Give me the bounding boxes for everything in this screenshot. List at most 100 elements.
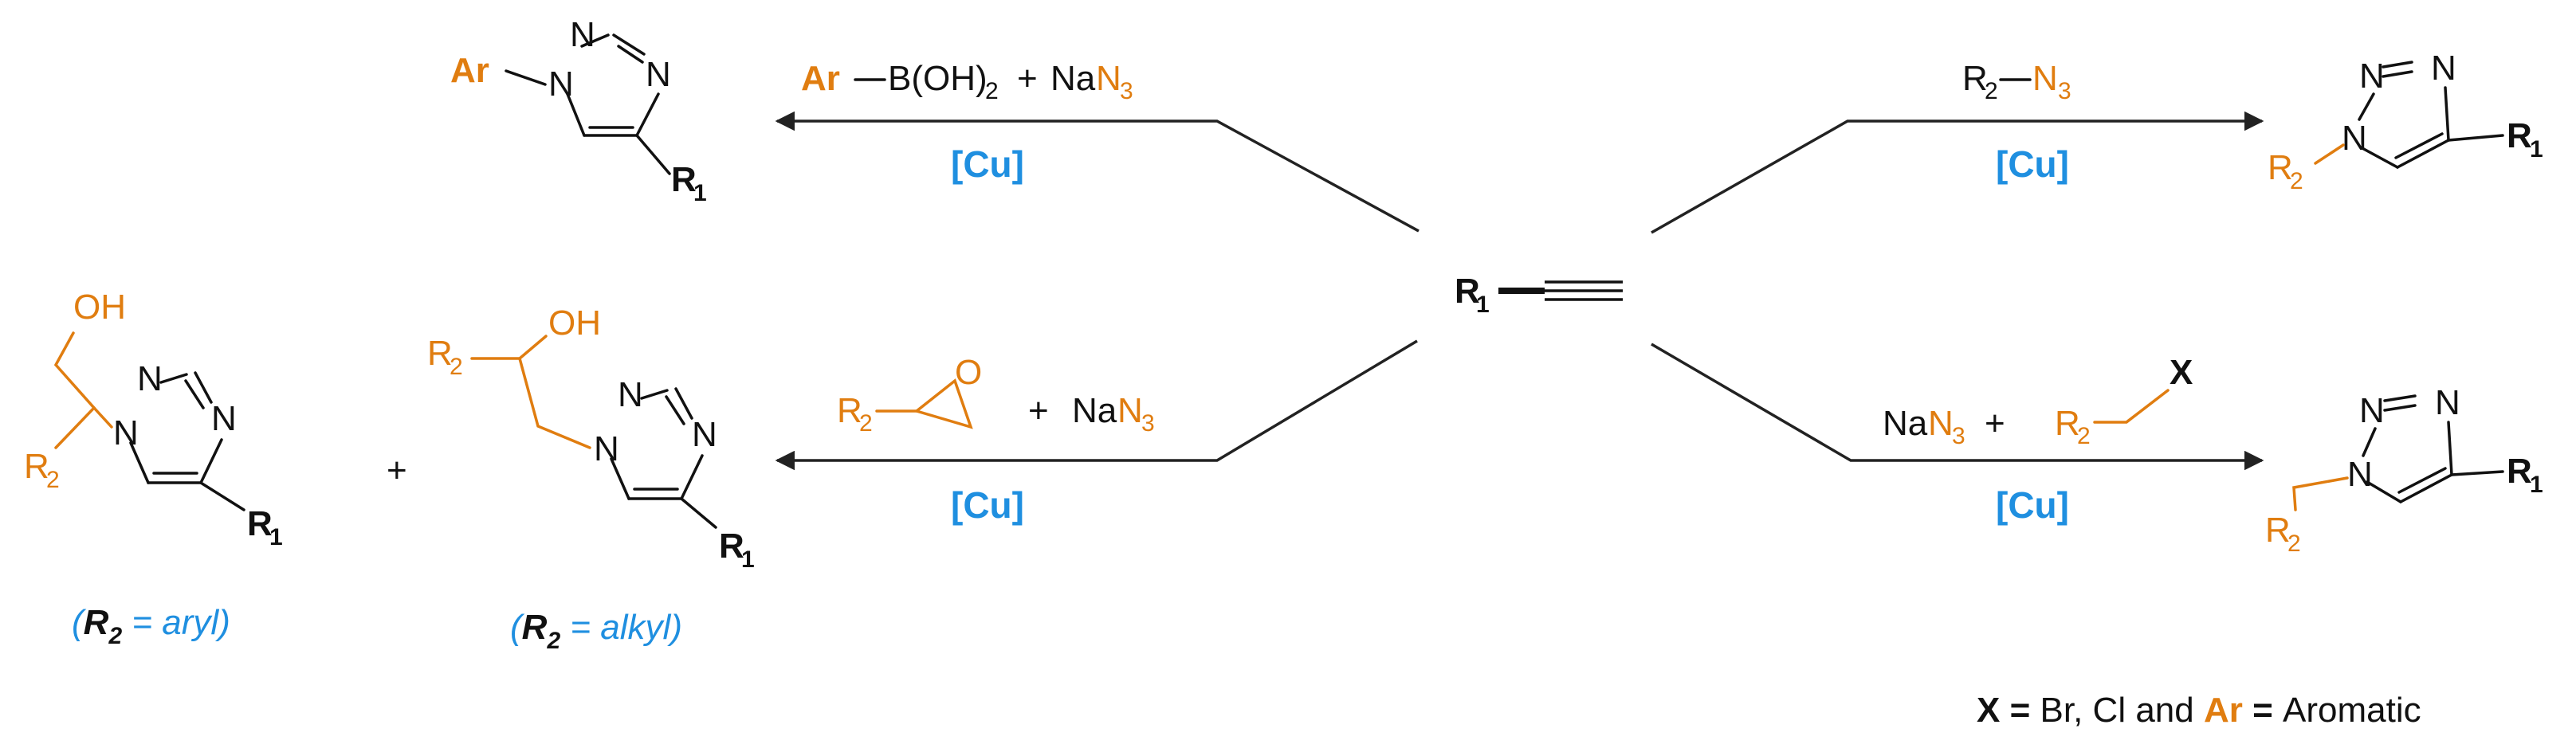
triazole-bond: [2396, 139, 2450, 169]
sodium-azide-na: Na: [1072, 391, 1117, 430]
triazole-bond: [2359, 146, 2399, 169]
footnote: X = Br, Cl and Ar = Aromatic: [1977, 691, 2421, 730]
triazole-bond: [2362, 427, 2377, 457]
terminal-alkyne: R 1: [1455, 272, 1623, 318]
triazole-n2: N: [570, 15, 595, 54]
epoxide-ring: [913, 378, 973, 429]
sodium-azide-subscript: 3: [1141, 410, 1155, 437]
triazole-bond: [2382, 61, 2413, 69]
product-r2-subscript: 2: [2290, 168, 2303, 194]
epoxide-r-subscript: 2: [859, 410, 873, 437]
methylene-chain: [2292, 476, 2349, 511]
triazole-bond: [640, 389, 669, 400]
triazole-bond: [505, 69, 547, 86]
triazole-bond: [2450, 470, 2504, 476]
triazole-bond: [2382, 70, 2413, 78]
triazole-bond: [674, 387, 693, 420]
triazole-bond: [2397, 467, 2447, 494]
halide-chain: [2093, 389, 2170, 424]
triazole-bond: [199, 481, 245, 511]
product-1-alkyl-triazole: N N N R 1 R 2: [2268, 49, 2543, 194]
plus-sign: +: [1985, 404, 2005, 443]
triazole-bond: [2383, 404, 2417, 412]
product-r1-label: R: [2507, 452, 2532, 491]
triazole-bond: [680, 454, 704, 500]
side-chain-r-label: R: [24, 447, 49, 486]
product-alkyl-hydroxy-triazole: R 2 OH N N N R 1 (R2 = alkyl): [427, 304, 755, 654]
product-r1-label: R: [2507, 116, 2532, 155]
sodium-azide-n: N: [1117, 391, 1143, 430]
reagent-boronic-acid: B(OH): [888, 59, 988, 98]
product-r-subscript: 1: [269, 524, 283, 550]
triazole-n3: N: [692, 415, 717, 454]
reagent-r-label: R: [1962, 59, 1988, 98]
triazole-bond: [617, 45, 644, 64]
sodium-azide-na: Na: [1050, 59, 1096, 98]
product-aryl-hydroxy-triazole: OH R 2 N N N R 1 (R2 = aryl): [24, 288, 283, 649]
triazole-n3: N: [2431, 49, 2456, 88]
triazole-bond: [2444, 86, 2450, 142]
triazole-bond: [159, 373, 188, 384]
product-alkylmethyl-triazole: N N N R 1 R 2: [2265, 383, 2543, 557]
triazole-bond: [665, 395, 685, 425]
hydroxyl-label: OH: [73, 288, 126, 327]
triazole-n3: N: [646, 55, 671, 94]
plus-sign: +: [387, 451, 407, 490]
triazole-bond: [680, 497, 717, 529]
product-r-label: R: [671, 160, 697, 199]
product-ar-label: Ar: [450, 51, 489, 90]
product-r1-subscript: 1: [2530, 136, 2543, 163]
arrow-top-right: [1651, 111, 2264, 234]
triazole-bond: [2358, 92, 2375, 121]
reagent-azide-n: N: [2032, 59, 2058, 98]
alkyne-r-label: R: [1455, 272, 1480, 311]
triazole-n1: N: [2347, 455, 2373, 494]
triazole-bond: [184, 379, 205, 409]
side-chain: [518, 357, 591, 449]
triazole-n2: N: [137, 359, 163, 398]
side-chain: [53, 331, 96, 449]
arrow-bottom-left: [775, 339, 1418, 471]
condition-alkyl-caption: (R2 = alkyl): [510, 608, 682, 654]
reagents-top-left: Ar B(OH) 2 + Na N 3 [Cu]: [801, 59, 1133, 185]
product-r-label: R: [719, 527, 744, 566]
catalyst-label: [Cu]: [951, 484, 1024, 526]
reagent-r-subscript: 2: [1985, 78, 1998, 104]
arrow-bottom-right: [1651, 343, 2264, 471]
catalyst-label: [Cu]: [1996, 484, 2069, 526]
epoxide-o-label: O: [955, 353, 982, 392]
product-r2-label: R: [2268, 148, 2293, 187]
product-r2-label: R: [2265, 511, 2291, 550]
triazole-bond: [635, 134, 671, 175]
halide-r-label: R: [2055, 404, 2080, 443]
reagents-bottom-left: R 2 O + Na N 3 [Cu]: [837, 353, 1155, 526]
triazole-n1: N: [594, 429, 619, 468]
sodium-azide-n: N: [1928, 404, 1954, 443]
arrow-top-left: [775, 111, 1420, 233]
sodium-azide-n: N: [1096, 59, 1121, 98]
alkyne-r-subscript: 1: [1476, 292, 1490, 318]
triazole-n2: N: [2359, 57, 2385, 96]
halide-x-label: X: [2170, 353, 2193, 392]
triazole-bond: [610, 457, 630, 500]
side-chain-r-subscript: 2: [450, 354, 463, 380]
side-chain-r-label: R: [427, 334, 453, 373]
reagents-bottom-right: Na N 3 + R 2 X [Cu]: [1883, 353, 2193, 526]
epoxide-r-label: R: [837, 391, 862, 430]
substituent-bond: [2314, 143, 2345, 165]
hydroxyl-label: OH: [548, 304, 601, 343]
reaction-arrows: [775, 111, 2264, 471]
triazole-bond: [612, 33, 646, 56]
product-r-subscript: 1: [693, 180, 707, 206]
reagent-boronic-subscript: 2: [985, 78, 999, 104]
product-r2-subscript: 2: [2287, 531, 2301, 557]
triazole-bond: [2399, 473, 2453, 503]
triazole-n3: N: [2435, 383, 2460, 422]
triazole-n2: N: [2359, 391, 2385, 430]
plus-sign: +: [1028, 391, 1049, 430]
product-r-label: R: [247, 504, 273, 543]
reagent-azide-subscript: 3: [2058, 78, 2071, 104]
triazole-bond: [2366, 480, 2402, 503]
catalyst-label: [Cu]: [951, 143, 1024, 185]
